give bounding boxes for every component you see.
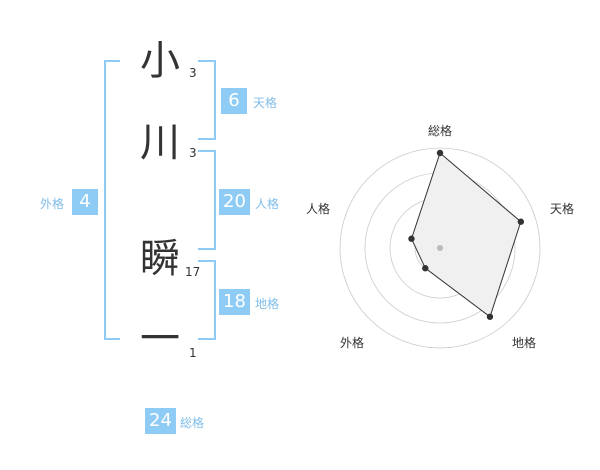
- tenkaku-bracket: [198, 60, 216, 140]
- radar-chart: [339, 147, 541, 349]
- radar-label-chikaku: 地格: [512, 336, 537, 350]
- radar-outline: [410, 152, 522, 318]
- radar-point-1: [436, 149, 444, 157]
- soukaku-badge: 24: [145, 408, 176, 434]
- jinkaku-bracket: [198, 150, 216, 250]
- tenkaku-badge: 6: [221, 88, 247, 114]
- name-char-2: 川: [140, 120, 180, 166]
- radar-center-dot: [437, 245, 443, 251]
- radar-label-soukaku: 総格: [428, 124, 453, 138]
- jinkaku-label: 人格: [255, 197, 280, 211]
- radar-label-gaikaku: 外格: [340, 336, 365, 350]
- stroke-count-3: 17: [185, 265, 201, 279]
- tenkaku-label: 天格: [253, 96, 278, 110]
- radar-area: [411, 153, 521, 317]
- name-char-1: 小: [140, 38, 180, 84]
- chikaku-label: 地格: [255, 297, 280, 311]
- radar-point-2: [517, 218, 525, 225]
- radar-label-tenkaku: 天格: [550, 202, 575, 216]
- radar-point-3: [486, 313, 494, 320]
- radar-point-4: [422, 265, 429, 272]
- gaikaku-bracket: [104, 60, 120, 340]
- jinkaku-badge: 20: [219, 189, 250, 215]
- radar-points: [408, 149, 525, 320]
- radar-label-jinkaku: 人格: [306, 202, 331, 216]
- stroke-count-2: 3: [189, 146, 197, 160]
- soukaku-label: 総格: [180, 416, 205, 430]
- gaikaku-badge: 4: [72, 189, 98, 215]
- name-char-3: 瞬: [140, 236, 180, 282]
- stroke-count-1: 3: [189, 66, 197, 80]
- name-char-4: 一: [140, 316, 180, 362]
- chikaku-bracket: [198, 260, 216, 340]
- radar-ring: [339, 147, 541, 349]
- chikaku-badge: 18: [219, 289, 250, 315]
- stroke-count-4: 1: [189, 346, 197, 360]
- gaikaku-label: 外格: [40, 197, 65, 211]
- radar-point-5: [408, 235, 415, 242]
